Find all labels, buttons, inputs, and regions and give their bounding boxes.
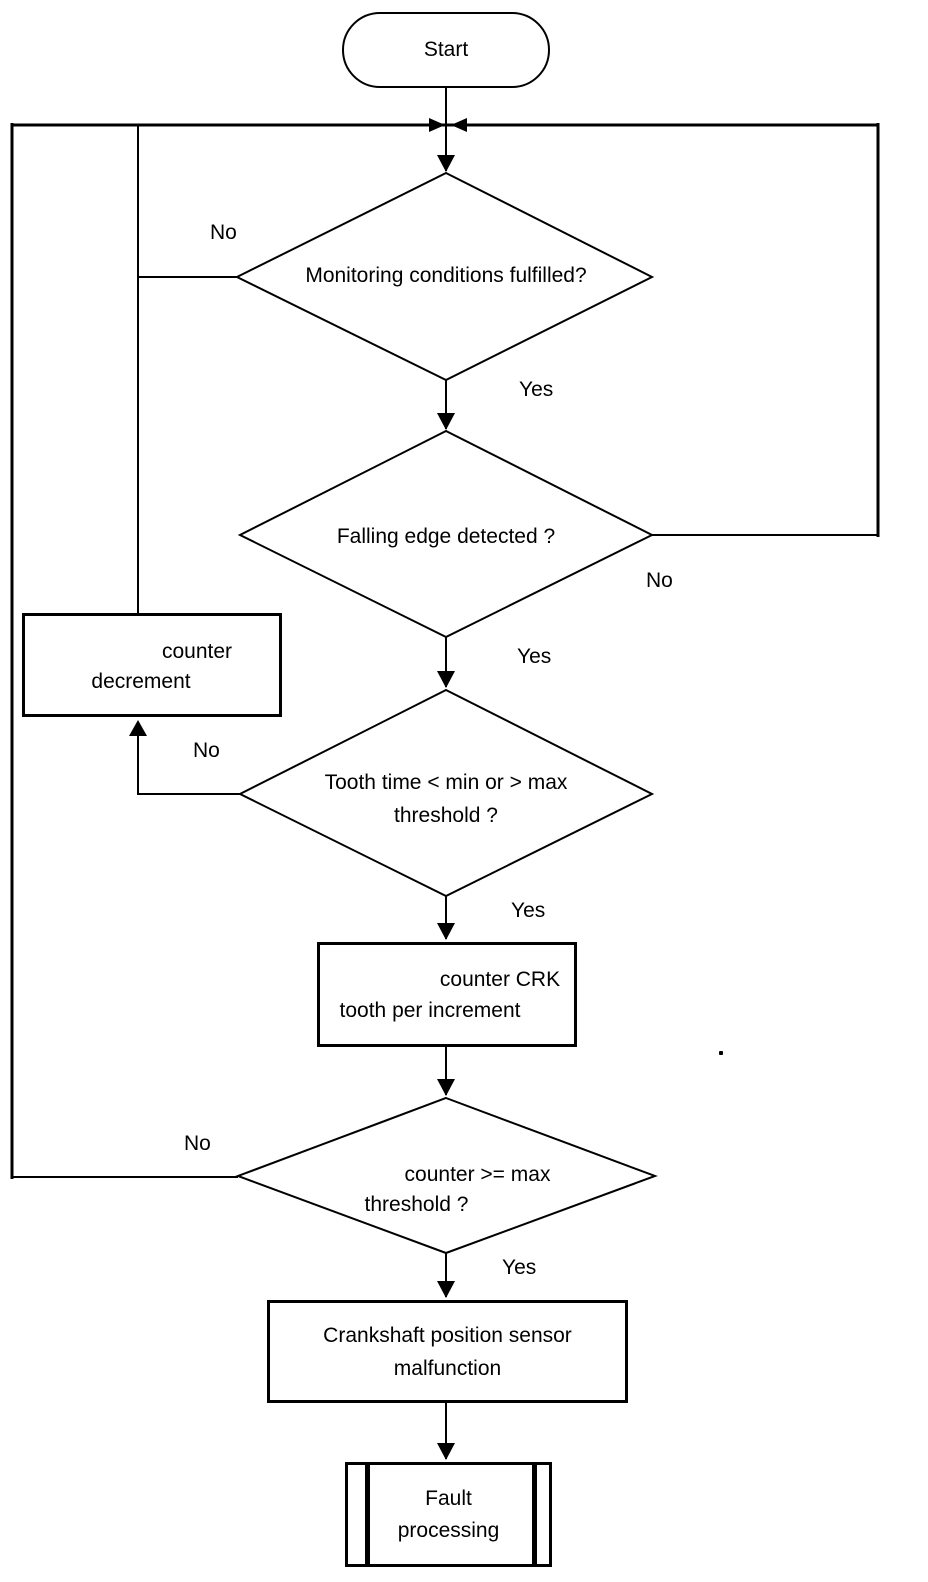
- malfunction-line1: Crankshaft position sensor: [323, 1323, 572, 1347]
- decision-counter-max-shape: [235, 1096, 658, 1255]
- arrow-into-counter-max: [437, 1079, 455, 1096]
- decision-falling-edge-label: Falling edge detected ?: [336, 525, 556, 548]
- counter-crk-line1: counter CRK: [439, 967, 561, 991]
- decision-monitoring-label: Monitoring conditions fulfilled?: [305, 264, 587, 287]
- decision-counter-max-label: counter >= max threshold ?: [238, 1160, 655, 1220]
- label-counter-no: No: [184, 1132, 211, 1155]
- arrow-into-crk: [437, 923, 455, 940]
- fault-line2: processing: [397, 1518, 500, 1542]
- process-crankshaft-malfunction: Crankshaft position sensor malfunction: [267, 1300, 628, 1403]
- label-monitoring-no: No: [210, 221, 237, 244]
- process-counter-crk: counter CRK tooth per increment: [317, 942, 577, 1047]
- decision-falling-edge-shape: [237, 429, 655, 639]
- fault-right-bar: [532, 1465, 537, 1564]
- decision-tooth-time-line1: Tooth time < min or > max: [324, 771, 568, 794]
- counter-decrement-line2: decrement: [91, 670, 191, 693]
- decision-counter-max-line2: threshold ?: [364, 1193, 469, 1216]
- arrow-junction-from-right: [451, 118, 467, 132]
- connector-tooth-no: [137, 728, 240, 795]
- decision-tooth-time-shape: [237, 688, 655, 898]
- start-terminator: Start: [342, 12, 550, 88]
- arrow-into-decrement: [129, 720, 147, 736]
- arrow-into-falling: [437, 413, 455, 430]
- arrow-junction-from-left: [429, 118, 445, 132]
- label-monitoring-yes: Yes: [519, 378, 554, 401]
- label-counter-yes: Yes: [502, 1256, 537, 1279]
- fault-left-bar: [365, 1465, 370, 1564]
- label-falling-yes: Yes: [517, 645, 552, 668]
- decision-counter-max-line1: counter >= max: [404, 1163, 551, 1186]
- stray-dot: [719, 1051, 723, 1055]
- arrow-into-malfunction: [437, 1281, 455, 1298]
- counter-crk-line2: tooth per increment: [339, 998, 521, 1022]
- label-falling-no: No: [646, 569, 673, 592]
- decision-monitoring-shape: [234, 171, 655, 382]
- malfunction-line2: malfunction: [393, 1356, 502, 1380]
- decision-tooth-time-line2: threshold ?: [394, 804, 498, 827]
- label-tooth-yes: Yes: [511, 899, 546, 922]
- arrow-into-fault: [437, 1443, 455, 1460]
- arrow-into-tooth: [437, 671, 455, 688]
- fault-line1: Fault: [425, 1486, 472, 1510]
- start-label: Start: [423, 38, 469, 61]
- decision-tooth-time-label: Tooth time < min or > max threshold ?: [240, 766, 652, 832]
- counter-decrement-line1: counter: [161, 640, 233, 663]
- predefined-fault-processing: Fault processing: [345, 1462, 552, 1567]
- process-counter-decrement: counter decrement: [22, 613, 282, 717]
- label-tooth-no: No: [193, 739, 220, 762]
- arrow-into-monitoring: [437, 155, 455, 172]
